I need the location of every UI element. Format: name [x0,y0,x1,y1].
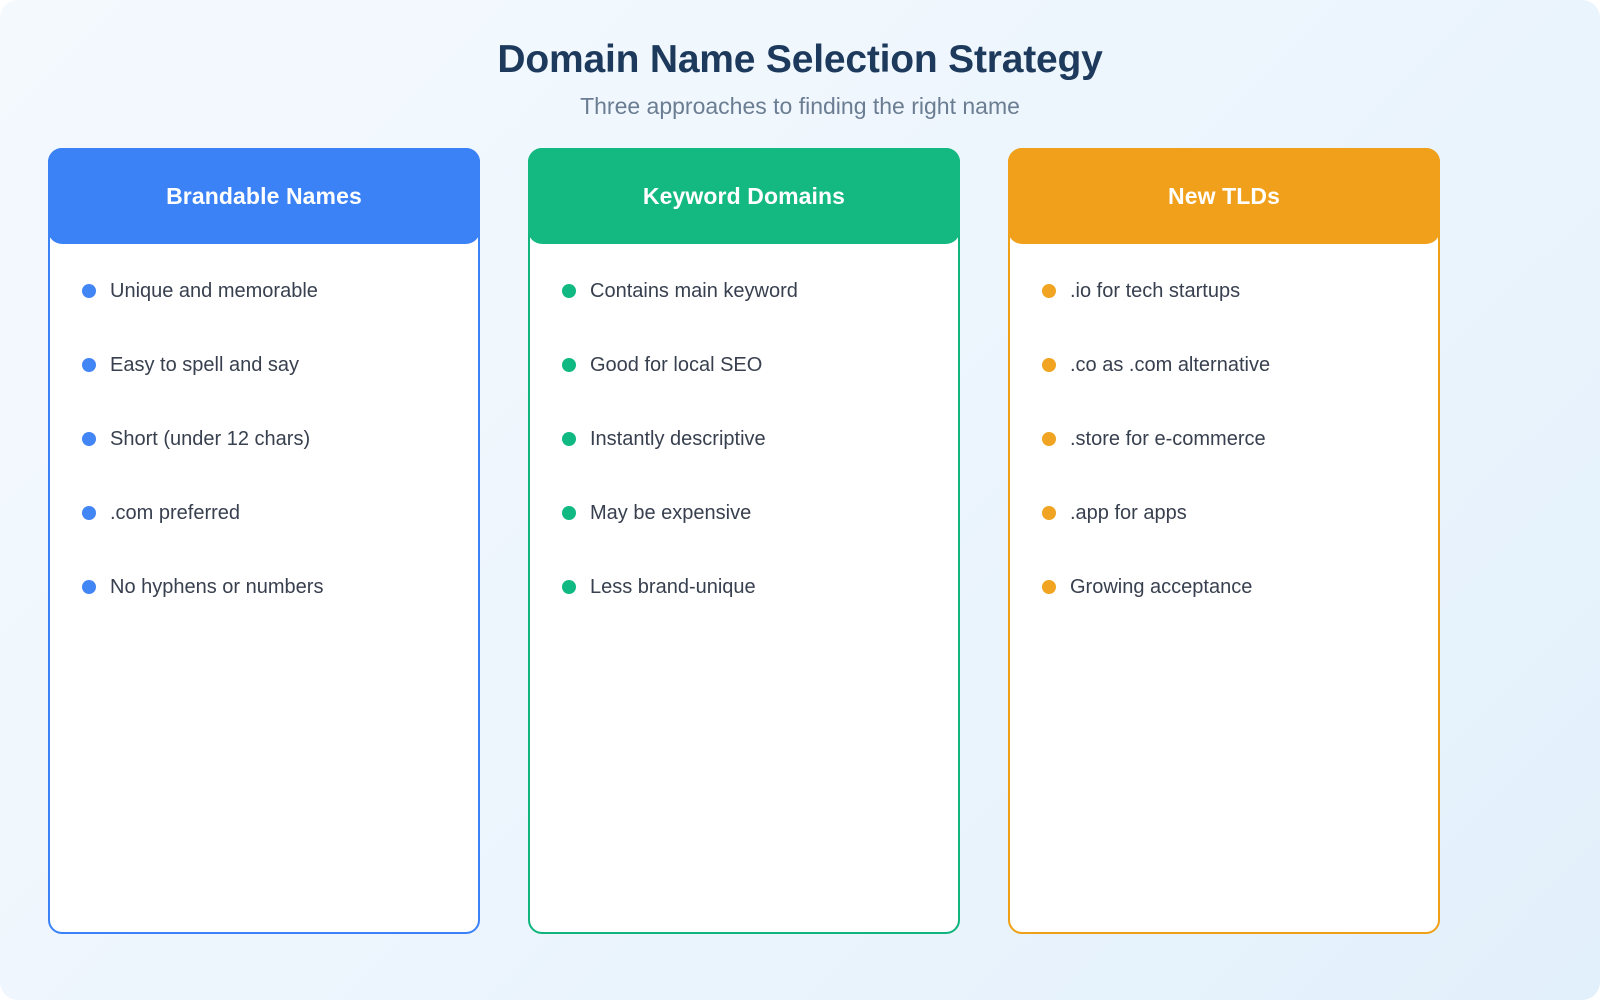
list-item[interactable]: No hyphens or numbers [50,574,478,648]
list-item-label: May be expensive [590,502,752,524]
card-list-keyword-domains: Contains main keyword Good for local SEO… [530,244,958,932]
list-item-label: Good for local SEO [590,354,763,376]
bullet-dot-icon [1042,580,1056,594]
card-header-keyword-domains: Keyword Domains [528,148,960,244]
list-item-label: Less brand-unique [590,576,756,598]
list-item-label: Instantly descriptive [590,428,766,450]
list-item[interactable]: .store for e-commerce [1010,426,1438,500]
list-item[interactable]: Less brand-unique [530,574,958,648]
list-item[interactable]: Contains main keyword [530,278,958,352]
bullet-dot-icon [562,358,576,372]
list-item-label: No hyphens or numbers [110,576,324,598]
card-title: New TLDs [1168,182,1280,209]
list-item[interactable]: Easy to spell and say [50,352,478,426]
card-list-brandable-names: Unique and memorable Easy to spell and s… [50,244,478,932]
list-item[interactable]: Growing acceptance [1010,574,1438,648]
bullet-dot-icon [1042,432,1056,446]
bullet-dot-icon [1042,284,1056,298]
list-item-label: .store for e-commerce [1070,428,1266,450]
card-header-new-tlds: New TLDs [1008,148,1440,244]
bullet-dot-icon [562,284,576,298]
list-item[interactable]: .com preferred [50,500,478,574]
list-item-label: Easy to spell and say [110,354,299,376]
bullet-dot-icon [82,284,96,298]
list-item-label: .co as .com alternative [1070,354,1271,376]
bullet-dot-icon [82,580,96,594]
strategy-cards-row: Brandable Names Unique and memorable Eas… [48,148,1552,934]
card-title: Keyword Domains [642,182,846,209]
list-item-label: .app for apps [1070,502,1187,524]
list-item[interactable]: Short (under 12 chars) [50,426,478,500]
page-title: Domain Name Selection Strategy [497,38,1103,81]
list-item[interactable]: .app for apps [1010,500,1438,574]
list-item[interactable]: .io for tech startups [1010,278,1438,352]
list-item[interactable]: Instantly descriptive [530,426,958,500]
bullet-dot-icon [1042,506,1056,520]
bullet-dot-icon [562,506,576,520]
card-title: Brandable Names [166,182,362,209]
bullet-dot-icon [82,358,96,372]
card-brandable-names[interactable]: Brandable Names Unique and memorable Eas… [48,148,480,934]
list-item-label: Unique and memorable [110,280,318,302]
card-list-new-tlds: .io for tech startups .co as .com altern… [1010,244,1438,932]
page-header: Domain Name Selection Strategy Three app… [0,0,1600,120]
list-item-label: .io for tech startups [1070,280,1241,302]
list-item[interactable]: Unique and memorable [50,278,478,352]
list-item-label: Growing acceptance [1070,576,1253,598]
bullet-dot-icon [562,580,576,594]
list-item[interactable]: .co as .com alternative [1010,352,1438,426]
card-header-brandable-names: Brandable Names [48,148,480,244]
page-subtitle: Three approaches to finding the right na… [580,92,1020,119]
card-keyword-domains[interactable]: Keyword Domains Contains main keyword Go… [528,148,960,934]
bullet-dot-icon [1042,358,1056,372]
card-new-tlds[interactable]: New TLDs .io for tech startups .co as .c… [1008,148,1440,934]
list-item[interactable]: May be expensive [530,500,958,574]
list-item[interactable]: Good for local SEO [530,352,958,426]
list-item-label: .com preferred [110,502,241,524]
bullet-dot-icon [562,432,576,446]
list-item-label: Short (under 12 chars) [110,428,311,450]
bullet-dot-icon [82,432,96,446]
bullet-dot-icon [82,506,96,520]
list-item-label: Contains main keyword [590,280,798,302]
